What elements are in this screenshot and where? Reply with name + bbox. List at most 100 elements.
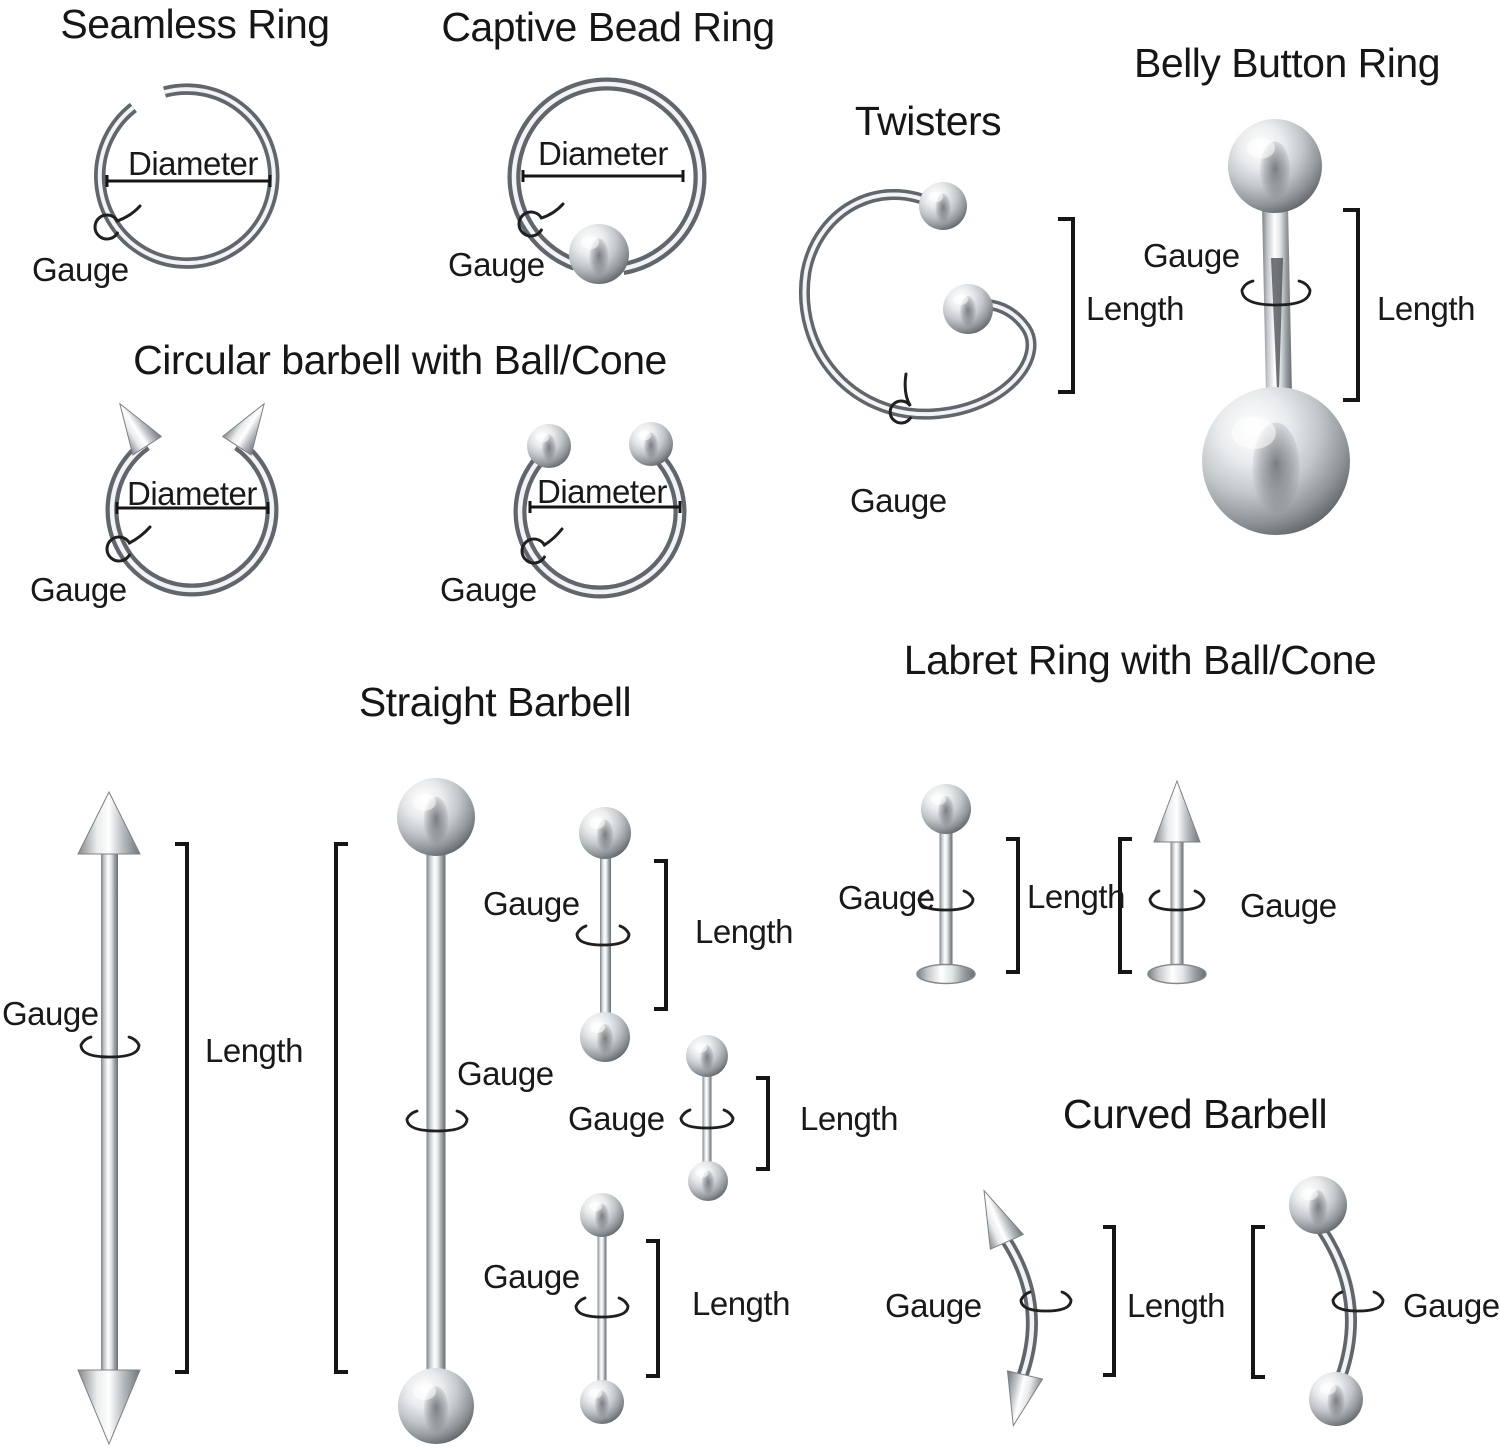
ball-top — [686, 1035, 728, 1077]
cone-top — [77, 790, 141, 855]
length-bracket-right — [1251, 1225, 1265, 1379]
labret-length-label: Length — [1027, 878, 1125, 915]
diameter-line — [528, 501, 682, 513]
belly-top-ball — [1228, 119, 1322, 213]
twister-end-ball — [919, 182, 967, 230]
straight-small-top-length-label: Length — [695, 913, 793, 950]
cone-end — [221, 402, 265, 456]
circular-cone-diameter-label: Diameter — [127, 475, 257, 512]
twister-illustration — [799, 182, 1075, 425]
length-bracket-right — [1118, 837, 1132, 974]
barbell-shaft — [702, 1075, 712, 1165]
gauge-curl-arrow — [517, 202, 565, 238]
captive-bead-ring-illustration — [507, 77, 707, 284]
straight-small-right-length-label: Length — [800, 1100, 898, 1137]
circular-cone-gauge-label: Gauge — [30, 571, 127, 608]
labret-ball-gauge-label: Gauge — [838, 879, 935, 916]
labret-top-ball — [921, 784, 971, 834]
circular-ball-diameter-label: Diameter — [537, 473, 667, 510]
seamless-diameter-label: Diameter — [128, 145, 258, 182]
ball-top — [580, 1193, 624, 1237]
length-bracket — [1058, 217, 1075, 394]
gauge-rotation-arrow — [405, 1109, 469, 1133]
captive-bead-ring-title: Captive Bead Ring — [441, 4, 775, 50]
straight-small-top-gauge-label: Gauge — [483, 885, 580, 922]
ball-end — [629, 422, 673, 466]
straight-small-right-gauge-label: Gauge — [568, 1100, 665, 1137]
gauge-rotation-arrow — [1019, 1290, 1073, 1313]
labret-shaft — [1170, 842, 1184, 970]
cone-bottom — [1006, 1370, 1044, 1428]
straight-barbell-small-right-illustration — [679, 1035, 770, 1201]
ball-top — [397, 778, 475, 856]
curved-gauge-right-label: Gauge — [1403, 1287, 1500, 1324]
gauge-curl-arrow — [520, 527, 564, 565]
gauge-rotation-arrow — [1331, 1290, 1385, 1313]
labret-ring-title: Labret Ring with Ball/Cone — [903, 637, 1377, 683]
diameter-line — [521, 170, 685, 182]
straight-barbell-title: Straight Barbell — [358, 679, 632, 725]
industrial-length-label: Length — [205, 1032, 303, 1069]
straight-small-bottom-gauge-label: Gauge — [483, 1258, 580, 1295]
gauge-curl-arrow — [105, 525, 152, 563]
labret-cone-illustration — [1006, 779, 1207, 985]
barbell-shaft — [426, 852, 446, 1370]
straight-barbell-small-top-illustration — [575, 807, 668, 1062]
labret-base-disc — [1147, 963, 1207, 985]
length-bracket — [654, 859, 668, 1011]
curved-barbell-cone-illustration — [983, 1189, 1265, 1428]
circular-ball-gauge-label: Gauge — [440, 571, 537, 608]
ball-bottom — [580, 1380, 624, 1424]
circular-barbell-cone-illustration — [105, 402, 279, 597]
length-bracket-left — [1006, 837, 1020, 974]
ball-top — [579, 807, 631, 859]
curved-length-label: Length — [1127, 1287, 1225, 1324]
seamless-gauge-label: Gauge — [32, 251, 129, 288]
gauge-rotation-arrow — [1240, 279, 1312, 307]
circular-barbell-title: Circular barbell with Ball/Cone — [133, 337, 667, 383]
barbell-shaft — [101, 850, 118, 1372]
twisters-length-label: Length — [1086, 290, 1184, 327]
twister-inner-ball — [943, 284, 993, 334]
length-bracket — [1343, 208, 1360, 402]
curved-gauge-left-label: Gauge — [885, 1287, 982, 1324]
gauge-rotation-arrow — [917, 889, 975, 912]
cone-end — [119, 402, 163, 456]
length-bracket-left — [175, 842, 189, 1374]
gauge-rotation-arrow — [679, 1108, 735, 1130]
seamless-ring-illustration — [93, 83, 280, 269]
industrial-gauge-right-label: Gauge — [457, 1055, 554, 1092]
barbell-shaft — [600, 856, 611, 1014]
twisters-gauge-label: Gauge — [850, 482, 947, 519]
diameter-line — [105, 175, 272, 187]
labret-cone-gauge-label: Gauge — [1240, 887, 1337, 924]
labret-shaft — [939, 830, 953, 970]
length-bracket-left — [1103, 1225, 1116, 1377]
industrial-barbell-cone-illustration — [77, 790, 348, 1446]
twisters-title: Twisters — [854, 98, 1002, 144]
captive-diameter-label: Diameter — [538, 135, 668, 172]
diameter-line — [115, 502, 270, 514]
ball-bottom — [688, 1161, 728, 1201]
labret-base-disc — [916, 963, 976, 985]
seamless-ring-title: Seamless Ring — [60, 1, 330, 47]
ball-top — [1289, 1176, 1347, 1234]
gauge-rotation-arrow — [79, 1035, 141, 1059]
straight-small-bottom-length-label: Length — [692, 1285, 790, 1322]
cone-bottom — [77, 1369, 141, 1446]
belly-button-ring-title: Belly Button Ring — [1133, 40, 1441, 86]
labret-top-cone — [1153, 779, 1201, 843]
belly-bottom-ball — [1202, 387, 1350, 535]
ball-bottom — [398, 1368, 474, 1444]
ball-bottom — [1309, 1372, 1363, 1426]
industrial-barbell-ball-illustration — [397, 778, 475, 1444]
gauge-curl-arrow — [888, 372, 912, 425]
captive-gauge-label: Gauge — [448, 246, 545, 283]
belly-gauge-label: Gauge — [1143, 237, 1240, 274]
length-bracket — [756, 1076, 770, 1171]
gauge-rotation-arrow — [575, 924, 631, 947]
curved-barbell-ball-illustration — [1289, 1176, 1385, 1426]
industrial-gauge-left-label: Gauge — [2, 995, 99, 1032]
